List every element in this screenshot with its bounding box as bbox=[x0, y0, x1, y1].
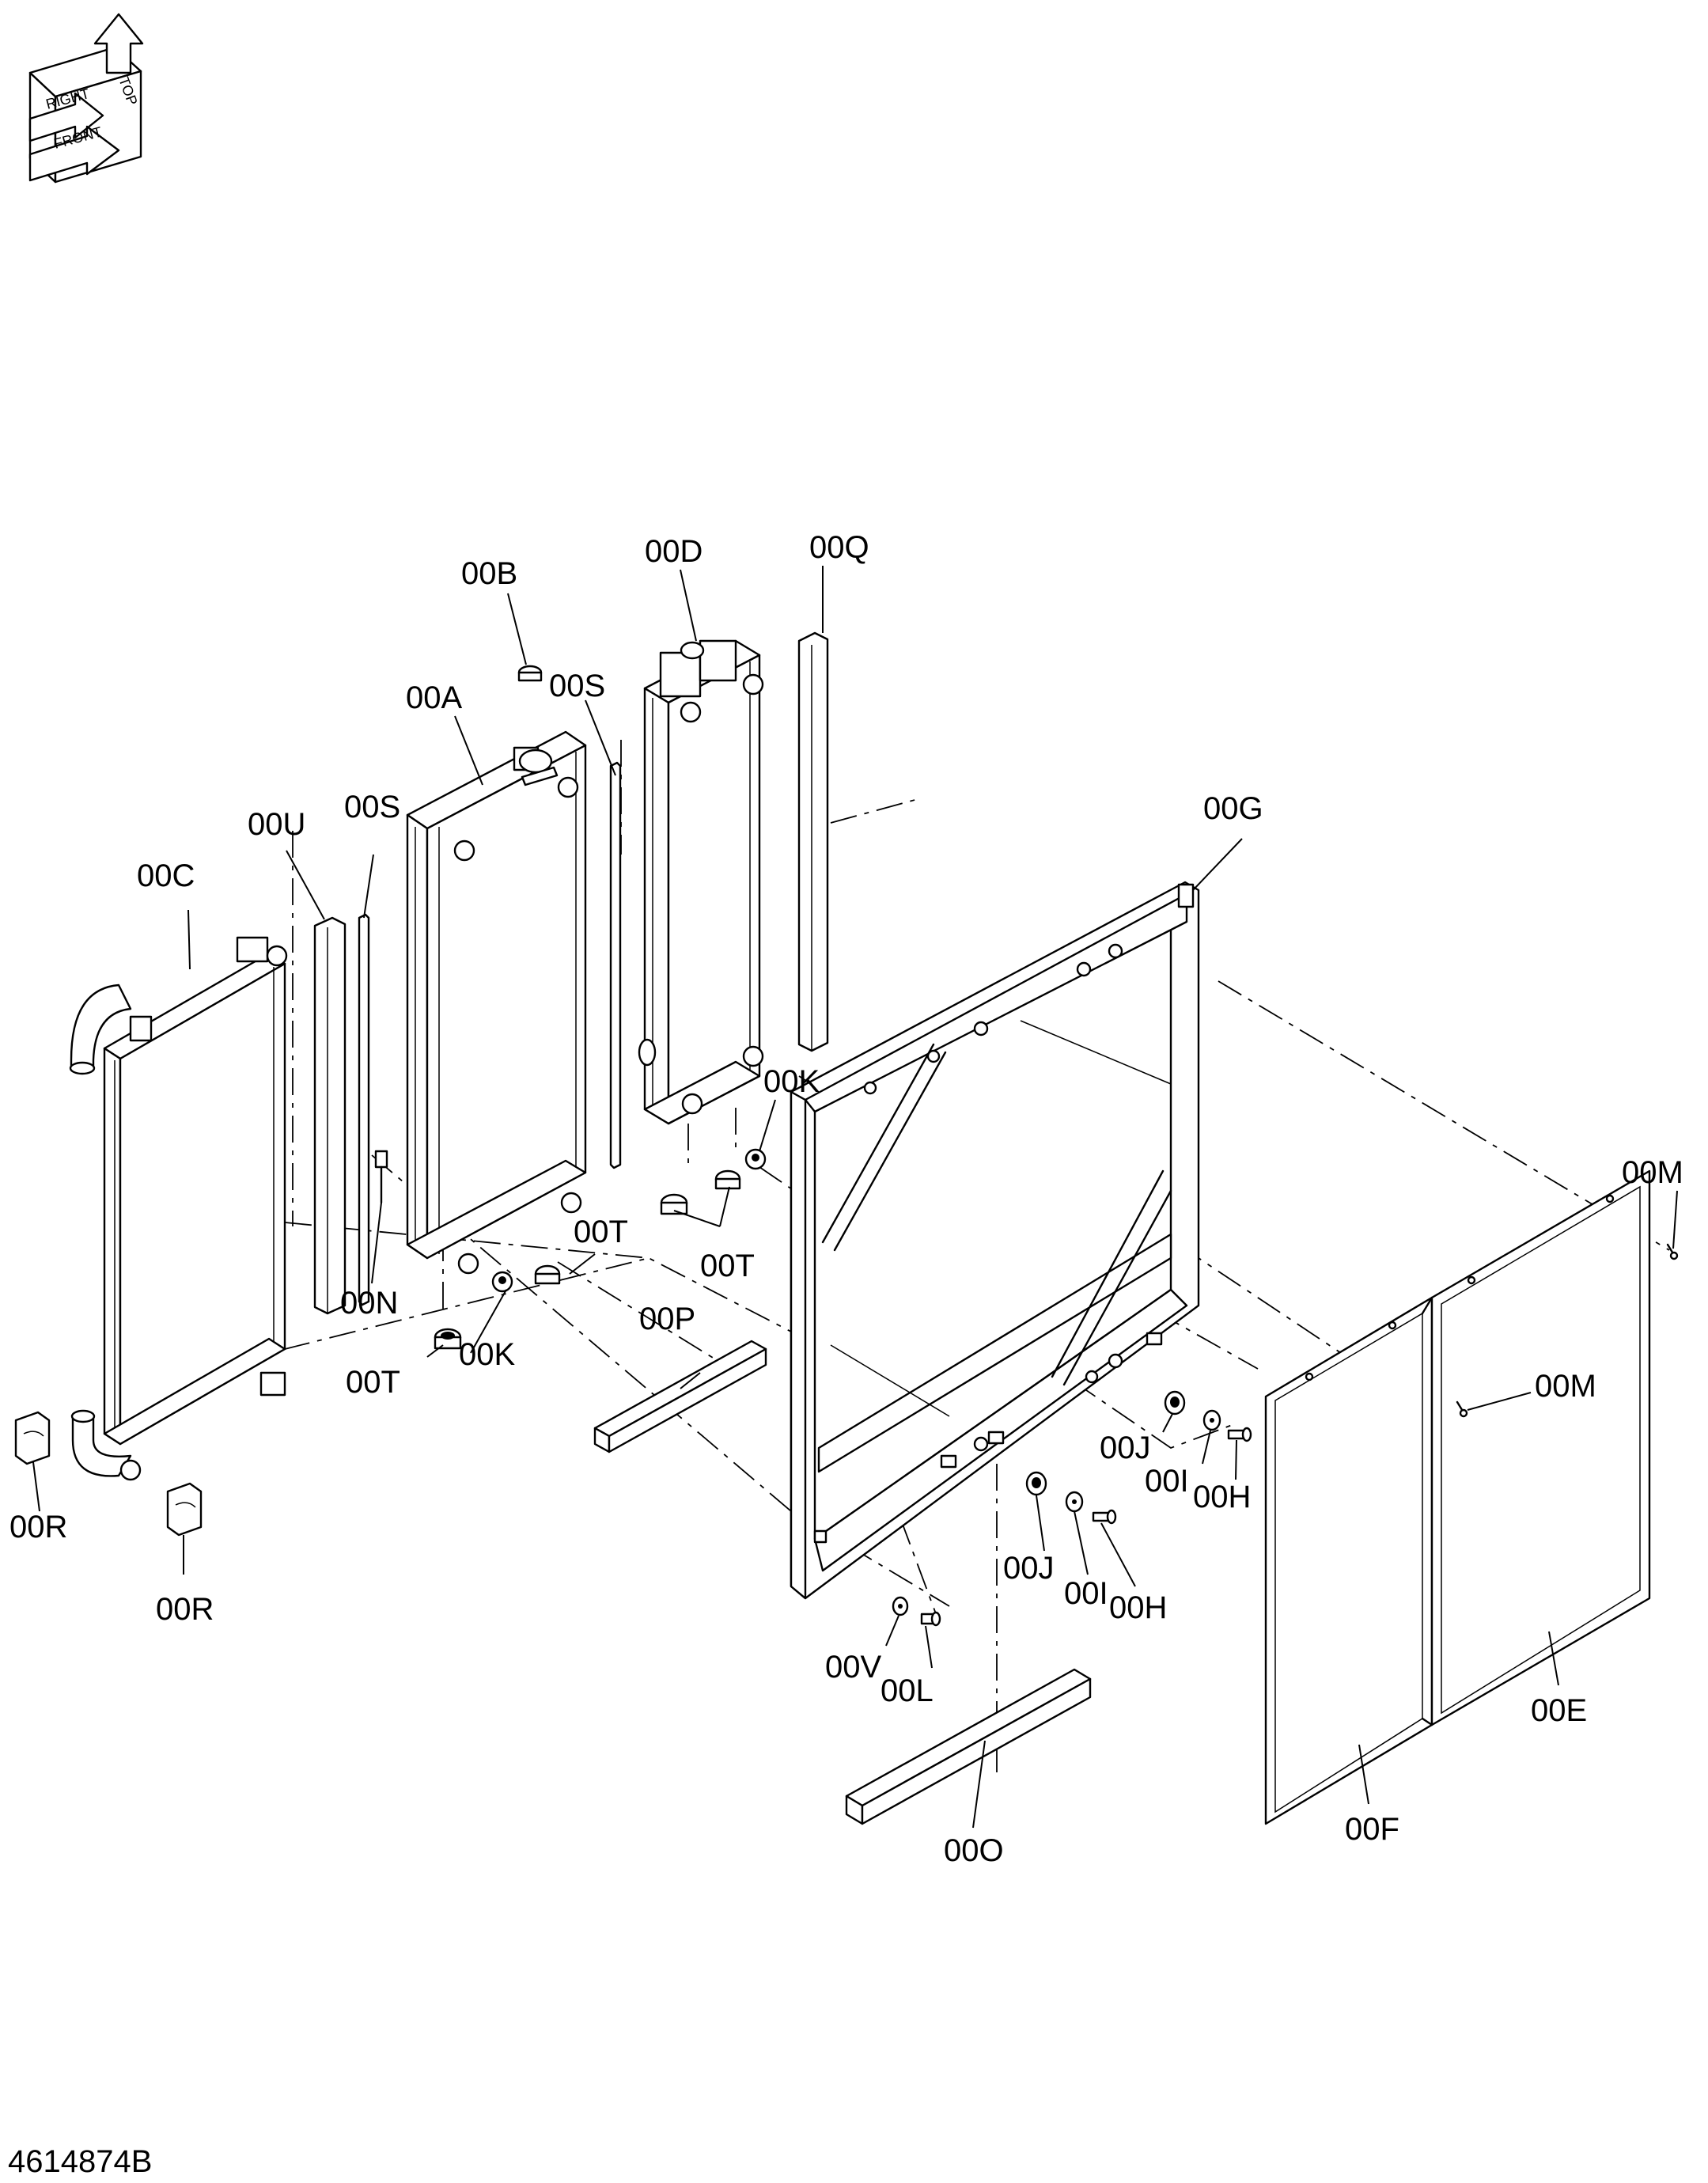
label-00R-left: 00R bbox=[9, 1510, 67, 1544]
part-labels: 00B 00A 00D 00Q 00S 00U 00S 00C 00G 00K … bbox=[9, 530, 1683, 1868]
label-00C: 00C bbox=[137, 858, 195, 893]
part-00I-washer-lower bbox=[1065, 1491, 1084, 1513]
part-00U-seal bbox=[313, 916, 347, 1315]
label-00N: 00N bbox=[340, 1286, 398, 1321]
part-00K-mount-b bbox=[744, 1148, 767, 1170]
label-00B: 00B bbox=[461, 556, 517, 591]
label-00I-lower: 00I bbox=[1064, 1576, 1108, 1611]
label-00T-center: 00T bbox=[574, 1215, 628, 1249]
part-00A-radiator bbox=[406, 730, 587, 1275]
label-00P: 00P bbox=[639, 1302, 695, 1336]
part-00P-bar bbox=[593, 1340, 767, 1453]
part-00B-cap bbox=[517, 665, 543, 682]
label-00E: 00E bbox=[1531, 1693, 1587, 1728]
part-00K-mount-a bbox=[491, 1271, 513, 1293]
part-00M-screw-upper bbox=[1666, 1243, 1679, 1260]
label-00R-right: 00R bbox=[156, 1592, 214, 1627]
part-00O-bar bbox=[845, 1668, 1092, 1825]
label-00T-left: 00T bbox=[346, 1365, 400, 1400]
label-00O: 00O bbox=[944, 1833, 1004, 1868]
part-00F-screen bbox=[1264, 1296, 1433, 1825]
label-00T-right: 00T bbox=[700, 1249, 755, 1283]
label-00D: 00D bbox=[645, 534, 703, 569]
label-00Q: 00Q bbox=[809, 530, 869, 565]
part-00V-washer bbox=[892, 1596, 909, 1616]
label-00G: 00G bbox=[1203, 791, 1263, 826]
drawing-number: 4614874B bbox=[8, 2144, 152, 2179]
part-00Q-seal bbox=[797, 631, 829, 1052]
part-00S-seal-right bbox=[609, 761, 622, 1169]
part-00E-screen bbox=[1305, 1169, 1651, 1726]
part-00C-radiator bbox=[69, 936, 288, 1481]
part-00N-tie bbox=[374, 1150, 388, 1204]
label-00M-lower: 00M bbox=[1535, 1369, 1596, 1404]
part-00H-bolt-upper bbox=[1227, 1427, 1252, 1442]
part-00M-screw-lower bbox=[1456, 1400, 1468, 1418]
part-00R-clamp-upper bbox=[14, 1411, 51, 1465]
label-00K-lower: 00K bbox=[459, 1337, 515, 1372]
part-00G-frame bbox=[790, 881, 1200, 1600]
part-00T-mount-b bbox=[534, 1264, 561, 1285]
label-00K-upper: 00K bbox=[763, 1064, 820, 1099]
part-00H-bolt-lower bbox=[1092, 1509, 1117, 1525]
label-00F: 00F bbox=[1345, 1812, 1399, 1847]
label-00J-lower: 00J bbox=[1003, 1551, 1055, 1586]
label-00V: 00V bbox=[825, 1650, 881, 1685]
label-00S-left: 00S bbox=[344, 790, 400, 824]
part-00J-damper-lower bbox=[1025, 1471, 1047, 1496]
part-00T-mount-d bbox=[714, 1169, 741, 1190]
label-00S-right: 00S bbox=[549, 669, 605, 703]
label-00H-upper: 00H bbox=[1193, 1480, 1251, 1514]
part-00J-damper-upper bbox=[1164, 1390, 1186, 1416]
label-00U: 00U bbox=[248, 807, 305, 842]
label-00A: 00A bbox=[406, 680, 462, 715]
label-00J-upper: 00J bbox=[1100, 1431, 1151, 1465]
label-00I-upper: 00I bbox=[1145, 1464, 1189, 1499]
part-00I-washer-upper bbox=[1202, 1409, 1221, 1431]
part-00D-oil-cooler bbox=[638, 639, 764, 1125]
part-00S-seal-left bbox=[358, 913, 370, 1306]
part-00T-mount-a bbox=[434, 1328, 462, 1350]
orientation-indicator: TOP RIGHT FRONT bbox=[28, 13, 144, 184]
label-00H-lower: 00H bbox=[1109, 1590, 1167, 1625]
label-00M-upper: 00M bbox=[1622, 1155, 1683, 1190]
label-00L: 00L bbox=[881, 1673, 934, 1708]
part-00R-clamp-lower bbox=[166, 1482, 203, 1537]
part-00L-bolt bbox=[920, 1611, 941, 1627]
leader-lines bbox=[32, 566, 1678, 1829]
